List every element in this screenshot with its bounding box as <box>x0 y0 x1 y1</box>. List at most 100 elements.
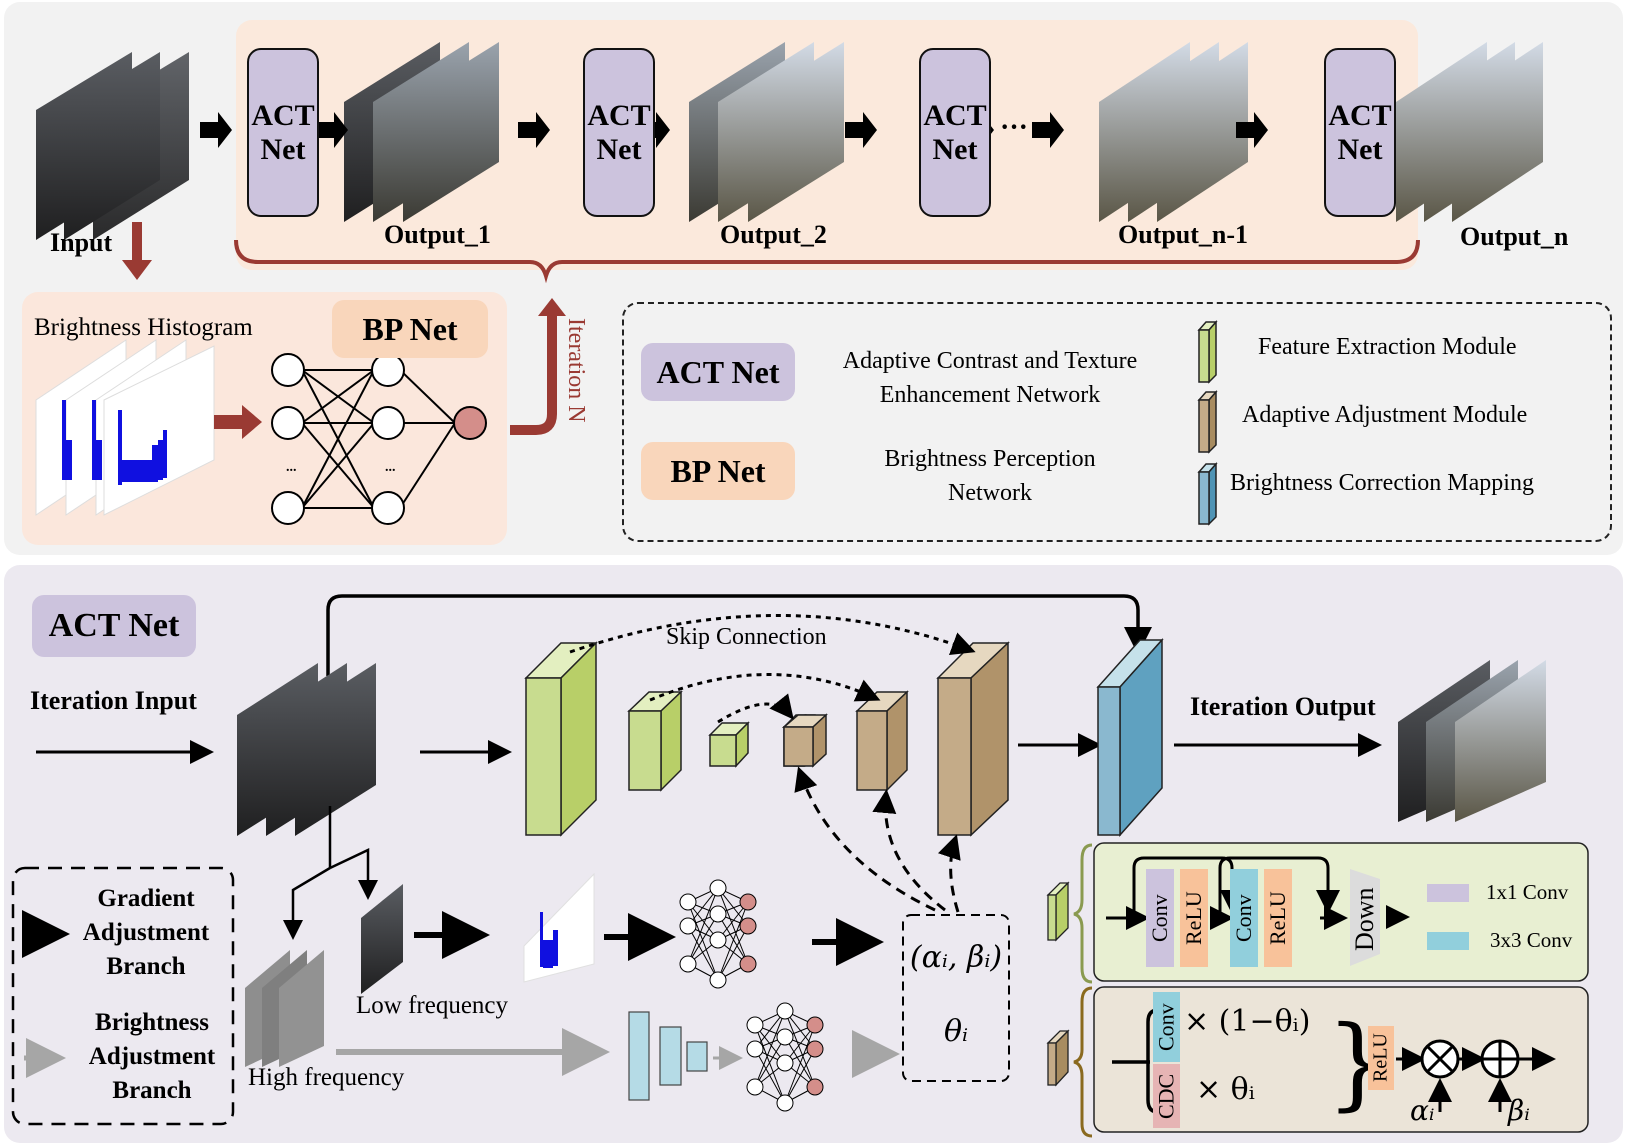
nn-ellipsis-2: ... <box>385 460 396 475</box>
nn-edge <box>687 901 719 981</box>
key-3x3-swatch <box>1427 932 1469 950</box>
nn-node <box>709 905 727 923</box>
nn-edge <box>754 1048 786 1104</box>
iteration-output-image-stack <box>1398 660 1546 822</box>
high-frequency-stack <box>245 950 324 1067</box>
nn-node <box>776 1028 794 1046</box>
cdc-layer: CDC <box>1153 1064 1180 1128</box>
low-frequency-histogram <box>523 872 595 983</box>
input-label: Input <box>50 228 113 257</box>
pipeline-ellipsis: ··· <box>1000 112 1029 143</box>
legend-adaptive-adjustment: Adaptive Adjustment Module <box>1242 402 1528 428</box>
gradient-branch-nn <box>679 879 757 989</box>
decoder-block-1 <box>781 713 828 768</box>
adjust-relu-layer: ReLU <box>1368 1026 1394 1090</box>
brightness-mapping-block <box>1096 638 1164 837</box>
encoder-block-1 <box>524 641 598 837</box>
nn-node <box>679 955 697 973</box>
nn-output-node <box>806 1016 824 1034</box>
output-n-1-image-stack <box>1099 42 1248 222</box>
low-frequency-label: Low frequency <box>356 992 509 1019</box>
act-net-section-title: ACT Net <box>32 595 196 657</box>
nn-edge <box>687 925 719 981</box>
iteration-n-label: Iteration N <box>563 318 589 423</box>
nn-edge <box>687 887 719 965</box>
nn-node <box>746 1040 764 1058</box>
output-1-label: Output_1 <box>384 220 491 249</box>
output-2-label: Output_2 <box>720 220 827 249</box>
output-1-image-stack <box>344 42 499 222</box>
down-block <box>1350 869 1380 966</box>
skip-connections <box>569 614 976 724</box>
nn-node <box>709 931 727 949</box>
decoder-block-2 <box>855 690 909 792</box>
conv-factor: × (1−θᵢ) <box>1184 1004 1311 1039</box>
nn-node <box>709 879 727 897</box>
parameter-box <box>902 914 1010 1082</box>
nn-edge <box>784 1048 816 1104</box>
legend-box <box>622 302 1612 542</box>
nn-edge <box>687 913 719 965</box>
decoder-block-3 <box>936 641 1010 837</box>
nn-node <box>746 1078 764 1096</box>
nn-edge <box>784 1024 816 1104</box>
alpha-beta-params: (αᵢ, βᵢ) <box>909 940 1003 975</box>
bp-net-title: BP Net <box>332 300 488 358</box>
high-frequency-label: High frequency <box>248 1064 405 1091</box>
nn-node <box>709 971 727 989</box>
nn-node <box>776 1054 794 1072</box>
adjust-conv-layer: Conv <box>1153 992 1180 1062</box>
output-n-image-stack <box>1396 42 1543 222</box>
key-1x1-swatch <box>1427 884 1469 902</box>
feature-module-mini-icon <box>1046 881 1070 942</box>
theta-param: θᵢ <box>943 1014 969 1049</box>
nn-node <box>746 1016 764 1034</box>
alpha-input-label: αᵢ <box>1410 1094 1435 1127</box>
output-2-image-stack <box>689 42 844 222</box>
nn-node <box>679 893 697 911</box>
hist-to-nn-arrow <box>214 405 262 439</box>
brightness-branch-nn <box>746 1002 824 1112</box>
iteration-input-image-stack <box>237 663 376 836</box>
adaptive-adjustment-detail <box>1093 986 1589 1133</box>
conv-1x1-layer: Conv <box>1146 869 1174 967</box>
brightness-histogram-label: Brightness Histogram <box>34 314 253 341</box>
nn-edge <box>784 1036 816 1088</box>
nn-edge <box>754 1010 786 1088</box>
nn-edge <box>754 1036 786 1088</box>
legend-brightness-correction: Brightness Correction Mapping <box>1230 470 1534 496</box>
frequency-split-lines <box>283 806 378 940</box>
nn-edge <box>754 1024 786 1104</box>
legend-module-icons <box>1197 320 1218 526</box>
legend-act-pill: ACT Net <box>641 343 795 401</box>
nn-output-node <box>739 893 757 911</box>
nn-node <box>776 1094 794 1112</box>
nn-output-node <box>739 917 757 935</box>
nn-edge <box>717 913 749 965</box>
nn-node <box>679 917 697 935</box>
nn-output-node <box>806 1078 824 1096</box>
nn-edge <box>717 901 749 981</box>
nn-edge <box>717 925 749 981</box>
nn-edge <box>717 887 749 965</box>
nn-ellipsis-1: ... <box>286 460 297 475</box>
legend-bp-pill: BP Net <box>641 442 795 500</box>
nn-output-node <box>739 955 757 973</box>
relu-layer-1: ReLU <box>1180 869 1208 967</box>
histogram-stack <box>35 339 215 516</box>
output-n-1-label: Output_n-1 <box>1118 220 1249 249</box>
conv-3x3-layer: Conv <box>1230 869 1258 967</box>
iteration-input-label: Iteration Input <box>30 686 197 715</box>
key-1x1-label: 1x1 Conv <box>1486 880 1569 904</box>
brightness-branch-legend: Brightness Adjustment Branch <box>88 1009 216 1104</box>
input-image-stack <box>36 52 189 240</box>
iteration-output-label: Iteration Output <box>1190 692 1376 721</box>
